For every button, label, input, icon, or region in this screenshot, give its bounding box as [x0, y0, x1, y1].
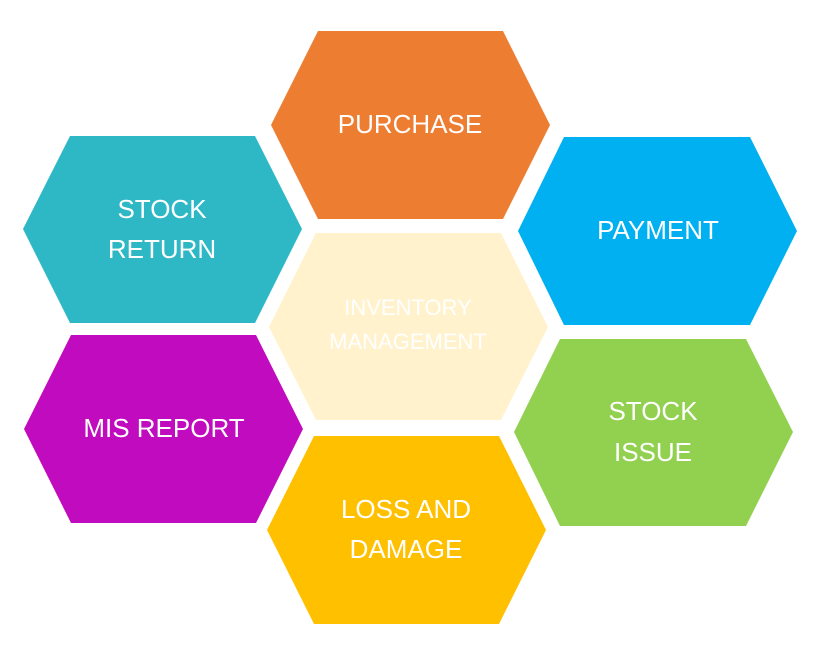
hex-payment: PAYMENT: [518, 137, 797, 325]
hex-stock-return-shape: [23, 136, 302, 323]
hex-loss-and-damage-label-line1: LOSS AND: [341, 494, 471, 524]
hex-stock-issue-label-line1: STOCK: [608, 396, 698, 426]
hex-purchase: PURCHASE: [271, 31, 550, 219]
hex-stock-issue-label-line2: ISSUE: [614, 437, 692, 467]
hex-center-label-line2: MANAGEMENT: [329, 329, 487, 354]
hex-center-label-line1: INVENTORY: [344, 295, 472, 320]
hex-stock-return-label-line1: STOCK: [117, 194, 207, 224]
hex-mis-report: MIS REPORT: [24, 335, 303, 523]
hex-loss-and-damage: LOSS AND DAMAGE: [267, 436, 546, 624]
hex-loss-and-damage-label-line2: DAMAGE: [350, 534, 463, 564]
hex-purchase-shape: [271, 31, 550, 219]
hex-mis-report-shape: [24, 335, 303, 523]
hex-payment-label: PAYMENT: [597, 215, 719, 245]
hex-payment-shape: [518, 137, 797, 325]
hex-stock-issue-shape: [514, 339, 793, 526]
hex-center-shape: [269, 233, 548, 420]
hex-center: INVENTORY MANAGEMENT: [269, 233, 548, 420]
hex-stock-issue: STOCK ISSUE: [514, 339, 793, 526]
hex-stock-return-label-line2: RETURN: [108, 234, 216, 264]
hex-mis-report-label: MIS REPORT: [83, 413, 244, 443]
hex-purchase-label: PURCHASE: [338, 109, 482, 139]
hex-stock-return: STOCK RETURN: [23, 136, 302, 323]
hex-loss-and-damage-shape: [267, 436, 546, 624]
